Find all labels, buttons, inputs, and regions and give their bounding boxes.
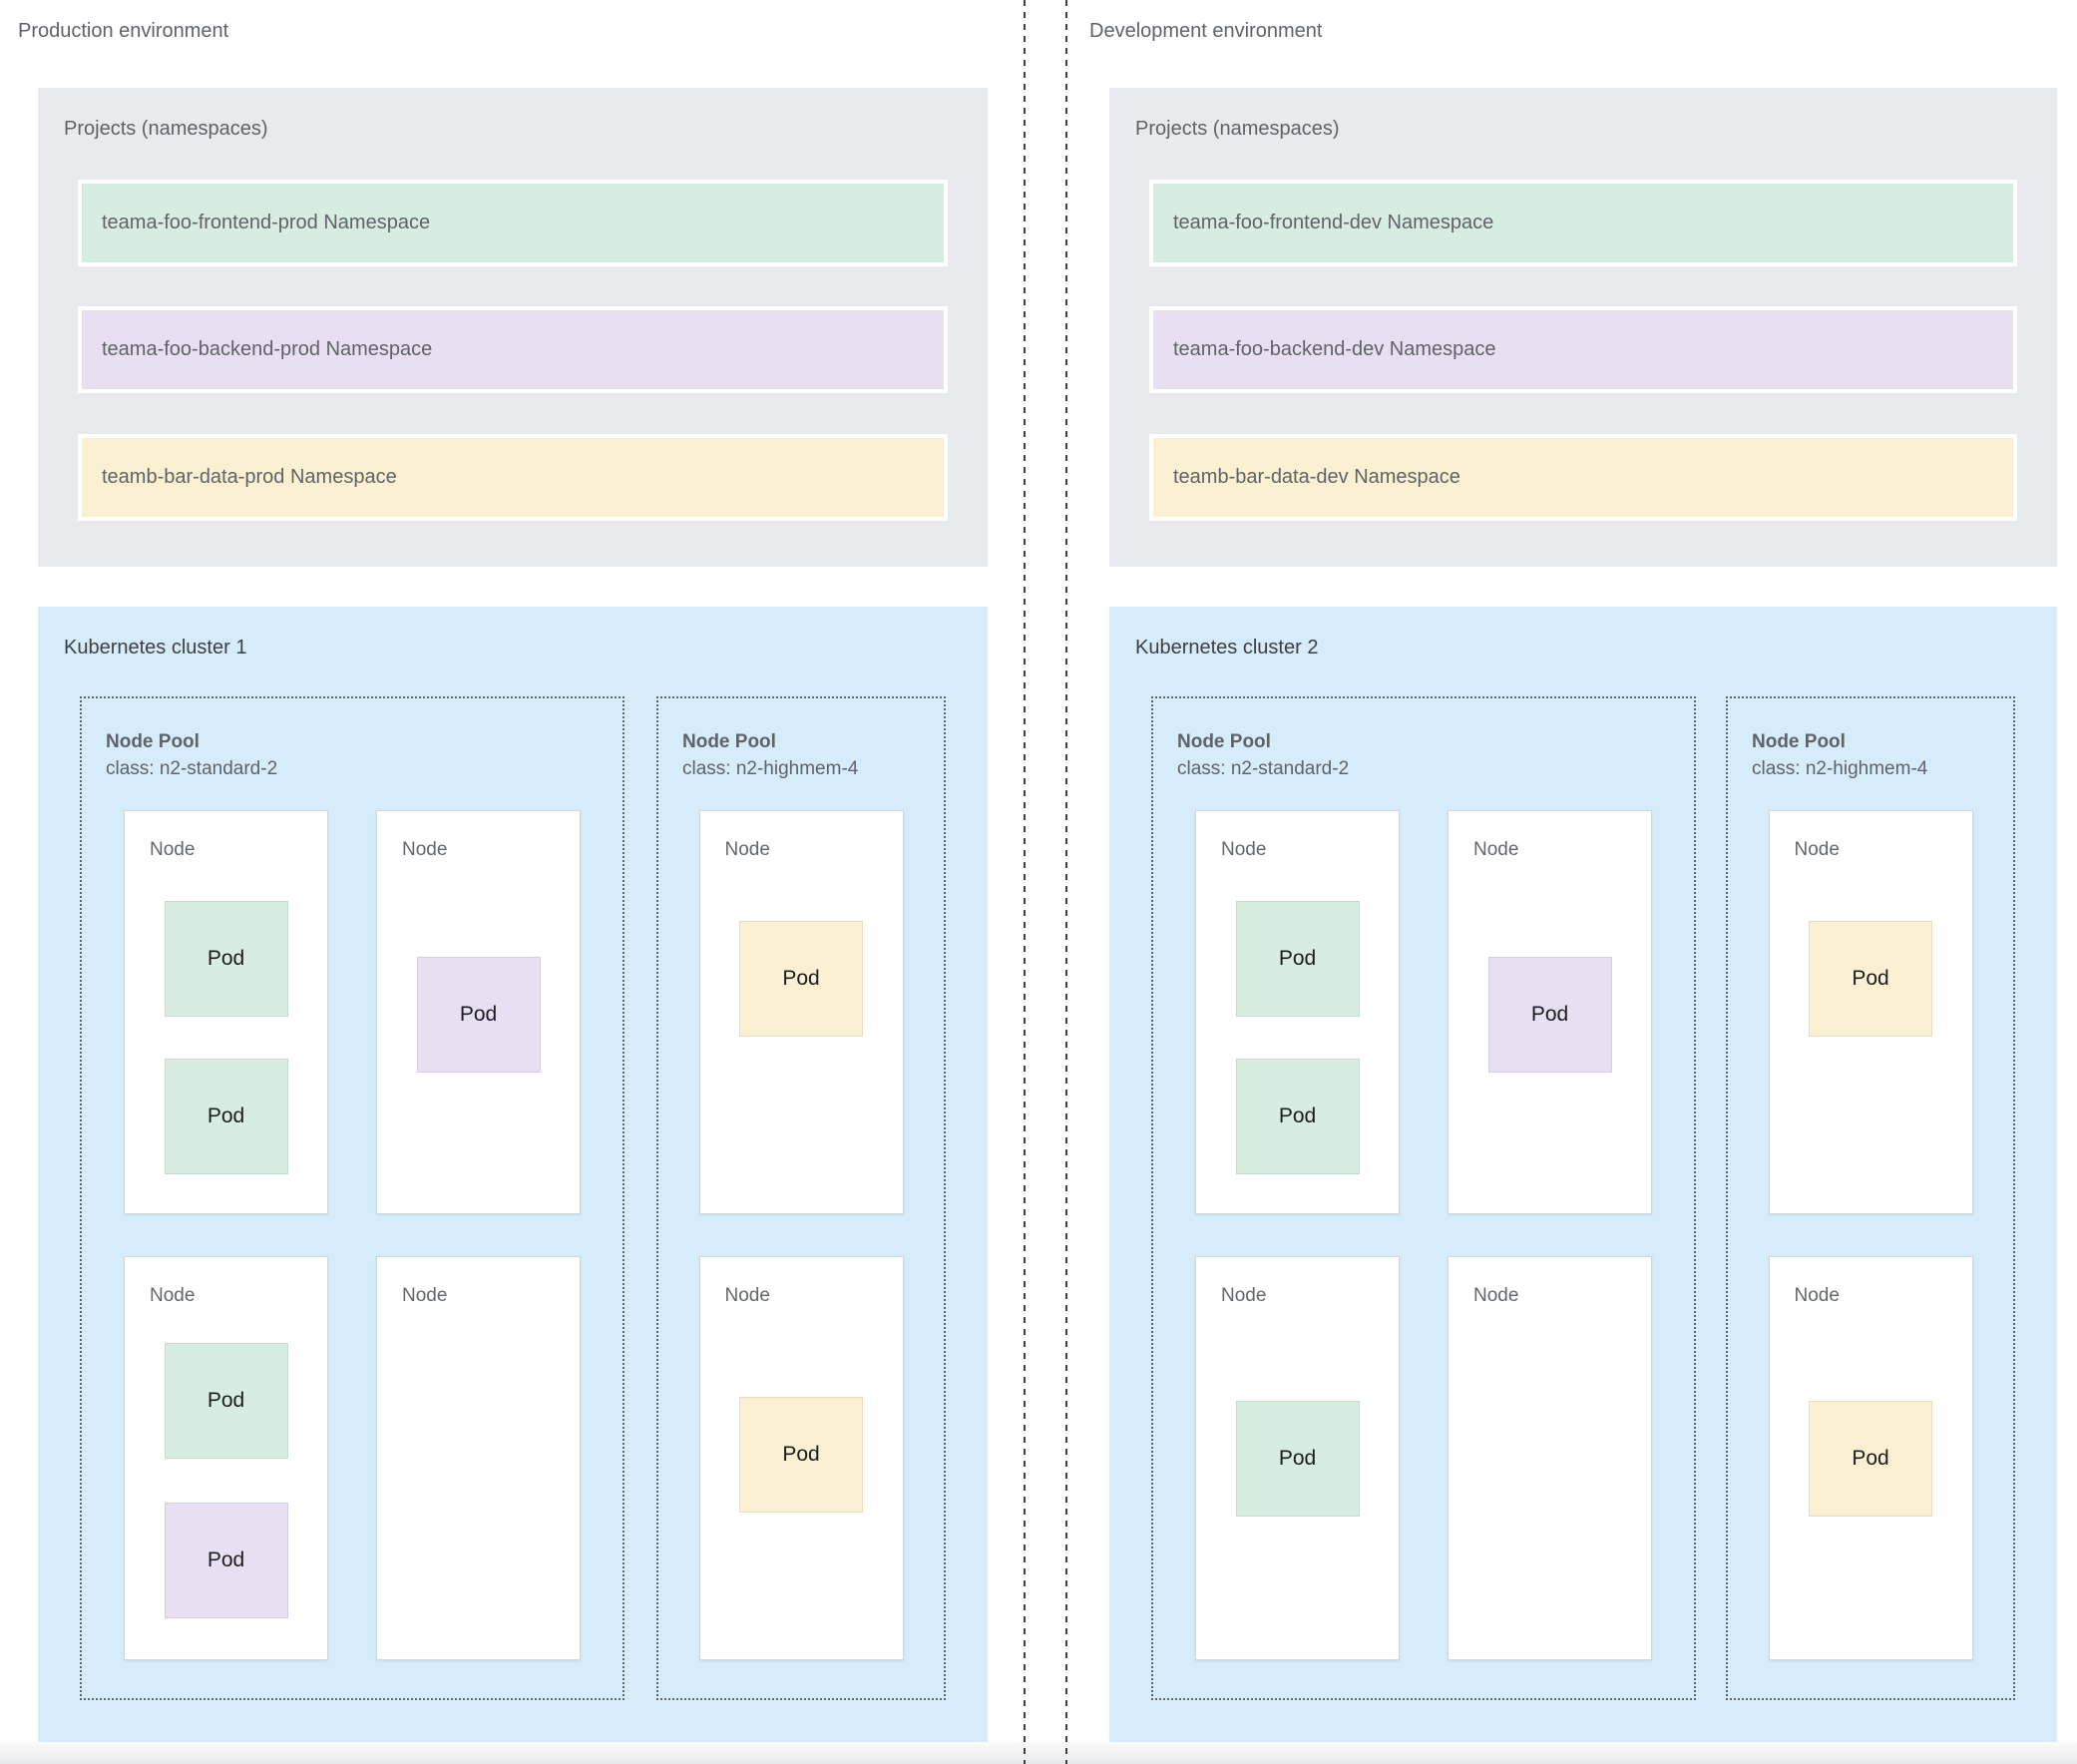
pod-green: Pod [164, 1059, 288, 1174]
pod-purple: Pod [1487, 957, 1612, 1073]
namespace-bar-yellow: teamb-bar-data-prod Namespace [78, 434, 948, 521]
node-label: Node [150, 1285, 196, 1306]
namespace-label: teama-foo-frontend-prod Namespace [102, 212, 431, 233]
pod-green: Pod [164, 901, 288, 1017]
cluster-box: Kubernetes cluster 2 Node Pool class: n2-s… [1109, 607, 2057, 1746]
node-label: Node [724, 1285, 770, 1306]
namespace-bar-yellow: teamb-bar-data-dev Namespace [1149, 434, 2017, 521]
node-pool-header: Node Pool class: n2-standard-2 [106, 728, 277, 782]
projects-box: Projects (namespaces) teama-foo-frontend-… [1109, 88, 2057, 567]
projects-box: Projects (namespaces) teama-foo-frontend-… [38, 88, 988, 567]
node-pool-header: Node Pool class: n2-highmem-4 [682, 728, 858, 782]
node-pool-machine-class: class: n2-standard-2 [106, 758, 278, 779]
pod-green: Pod [164, 1343, 288, 1459]
node-pool-title: Node Pool [1752, 731, 1846, 752]
environment-label: Development environment [1089, 20, 1323, 42]
node-label: Node [1221, 1285, 1267, 1306]
namespace-bar-purple: teama-foo-backend-prod Namespace [78, 306, 948, 393]
node-label: Node [1794, 839, 1840, 860]
node-label: Node [1473, 1285, 1519, 1306]
pod-yellow: Pod [1809, 1401, 1932, 1517]
pod-purple: Pod [164, 1503, 288, 1618]
namespace-label: teama-foo-backend-prod Namespace [102, 338, 433, 360]
projects-title: Projects (namespaces) [64, 118, 268, 140]
environment-divider-line-2 [1065, 0, 1067, 1764]
pod-green: Pod [1235, 1401, 1360, 1517]
pod-yellow: Pod [739, 921, 863, 1037]
node-pool-title: Node Pool [1177, 731, 1271, 752]
cluster-title: Kubernetes cluster 2 [1135, 637, 1319, 659]
namespace-label: teamb-bar-data-dev Namespace [1173, 466, 1460, 488]
pod-yellow: Pod [739, 1397, 863, 1513]
pod-purple: Pod [416, 957, 541, 1073]
node-box: Node [1448, 1256, 1652, 1660]
environment-label: Production environment [18, 20, 229, 42]
node-label: Node [1221, 839, 1267, 860]
node-pool-machine-class: class: n2-highmem-4 [1752, 758, 1928, 779]
namespace-bar-green: teama-foo-frontend-dev Namespace [1149, 180, 2017, 266]
environment-divider-line-1 [1024, 0, 1026, 1764]
node-pool-title: Node Pool [106, 731, 200, 752]
bottom-band [0, 1742, 2077, 1764]
node-label: Node [1794, 1285, 1840, 1306]
projects-title: Projects (namespaces) [1135, 118, 1340, 140]
cluster-box: Kubernetes cluster 1 Node Pool class: n2-s… [38, 607, 988, 1746]
cluster-title: Kubernetes cluster 1 [64, 637, 247, 659]
node-label: Node [402, 1285, 448, 1306]
node-pool-machine-class: class: n2-highmem-4 [682, 758, 859, 779]
namespace-bar-purple: teama-foo-backend-dev Namespace [1149, 306, 2017, 393]
namespace-label: teama-foo-backend-dev Namespace [1173, 338, 1496, 360]
node-label: Node [1473, 839, 1519, 860]
node-pool-machine-class: class: n2-standard-2 [1177, 758, 1350, 779]
node-label: Node [724, 839, 770, 860]
pod-green: Pod [1235, 901, 1360, 1017]
node-label: Node [150, 839, 196, 860]
node-pool-title: Node Pool [682, 731, 776, 752]
namespace-bar-green: teama-foo-frontend-prod Namespace [78, 180, 948, 266]
pod-yellow: Pod [1809, 921, 1932, 1037]
node-box: Node [376, 1256, 581, 1660]
node-label: Node [402, 839, 448, 860]
node-pool-header: Node Pool class: n2-standard-2 [1177, 728, 1349, 782]
namespace-label: teamb-bar-data-prod Namespace [102, 466, 397, 488]
node-pool-header: Node Pool class: n2-highmem-4 [1752, 728, 1927, 782]
pod-green: Pod [1235, 1059, 1360, 1174]
namespace-label: teama-foo-frontend-dev Namespace [1173, 212, 1494, 233]
